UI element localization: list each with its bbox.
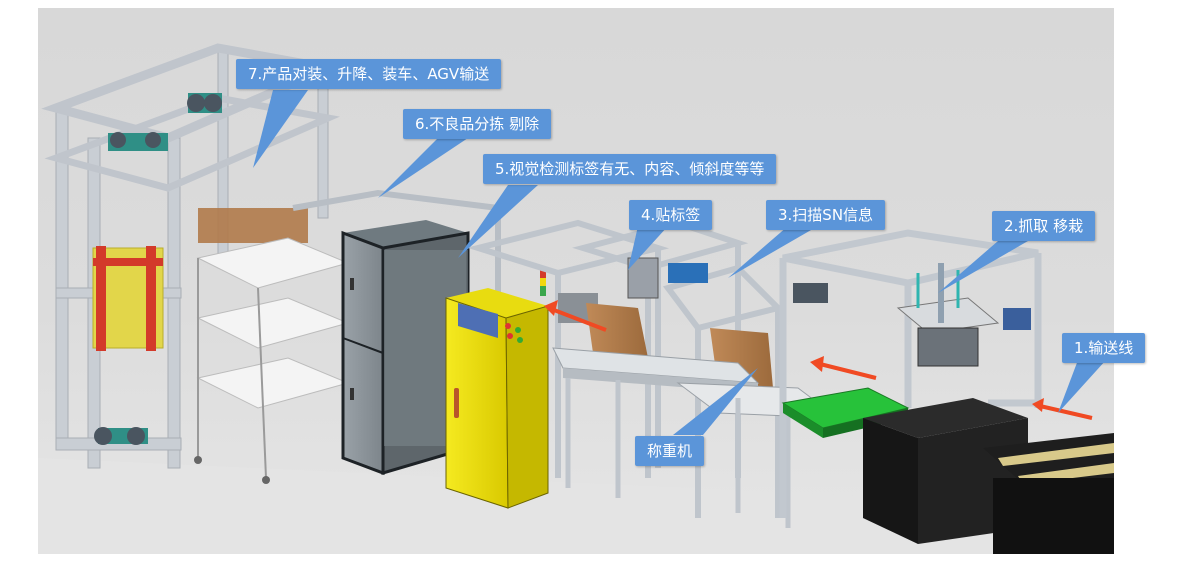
- lift-motor-top: [108, 93, 222, 151]
- callout-step-6: 6.不良品分拣 剔除: [403, 109, 552, 139]
- callout-step-5: 5.视觉检测标签有无、内容、倾斜度等等: [483, 154, 777, 184]
- signal-tower: [540, 270, 546, 296]
- callout-step-3: 3.扫描SN信息: [766, 200, 886, 230]
- production-line-illustration: 7.产品对装、升降、装车、AGV输送 6.不良品分拣 剔除 5.视觉检测标签有无…: [38, 8, 1146, 554]
- gantry-frame: [779, 229, 1042, 518]
- infeed-conveyor: [863, 398, 1114, 554]
- product-rack: [194, 208, 350, 484]
- lift-motor-bottom: [94, 427, 148, 445]
- callout-step-2: 2.抓取 移栽: [992, 211, 1096, 241]
- gantry-carriage: [793, 263, 1031, 367]
- callout-weigher: 称重机: [635, 436, 705, 466]
- callout-step-1: 1.输送线: [1062, 333, 1146, 363]
- callout-step-4: 4.贴标签: [629, 200, 713, 230]
- lift-carriage: [92, 246, 164, 351]
- control-cabinet: [445, 288, 549, 509]
- callout-step-7: 7.产品对装、升降、装车、AGV输送: [236, 59, 502, 89]
- floor: [38, 458, 1114, 554]
- machine-scene: [38, 43, 1114, 554]
- line-legs: [565, 378, 791, 528]
